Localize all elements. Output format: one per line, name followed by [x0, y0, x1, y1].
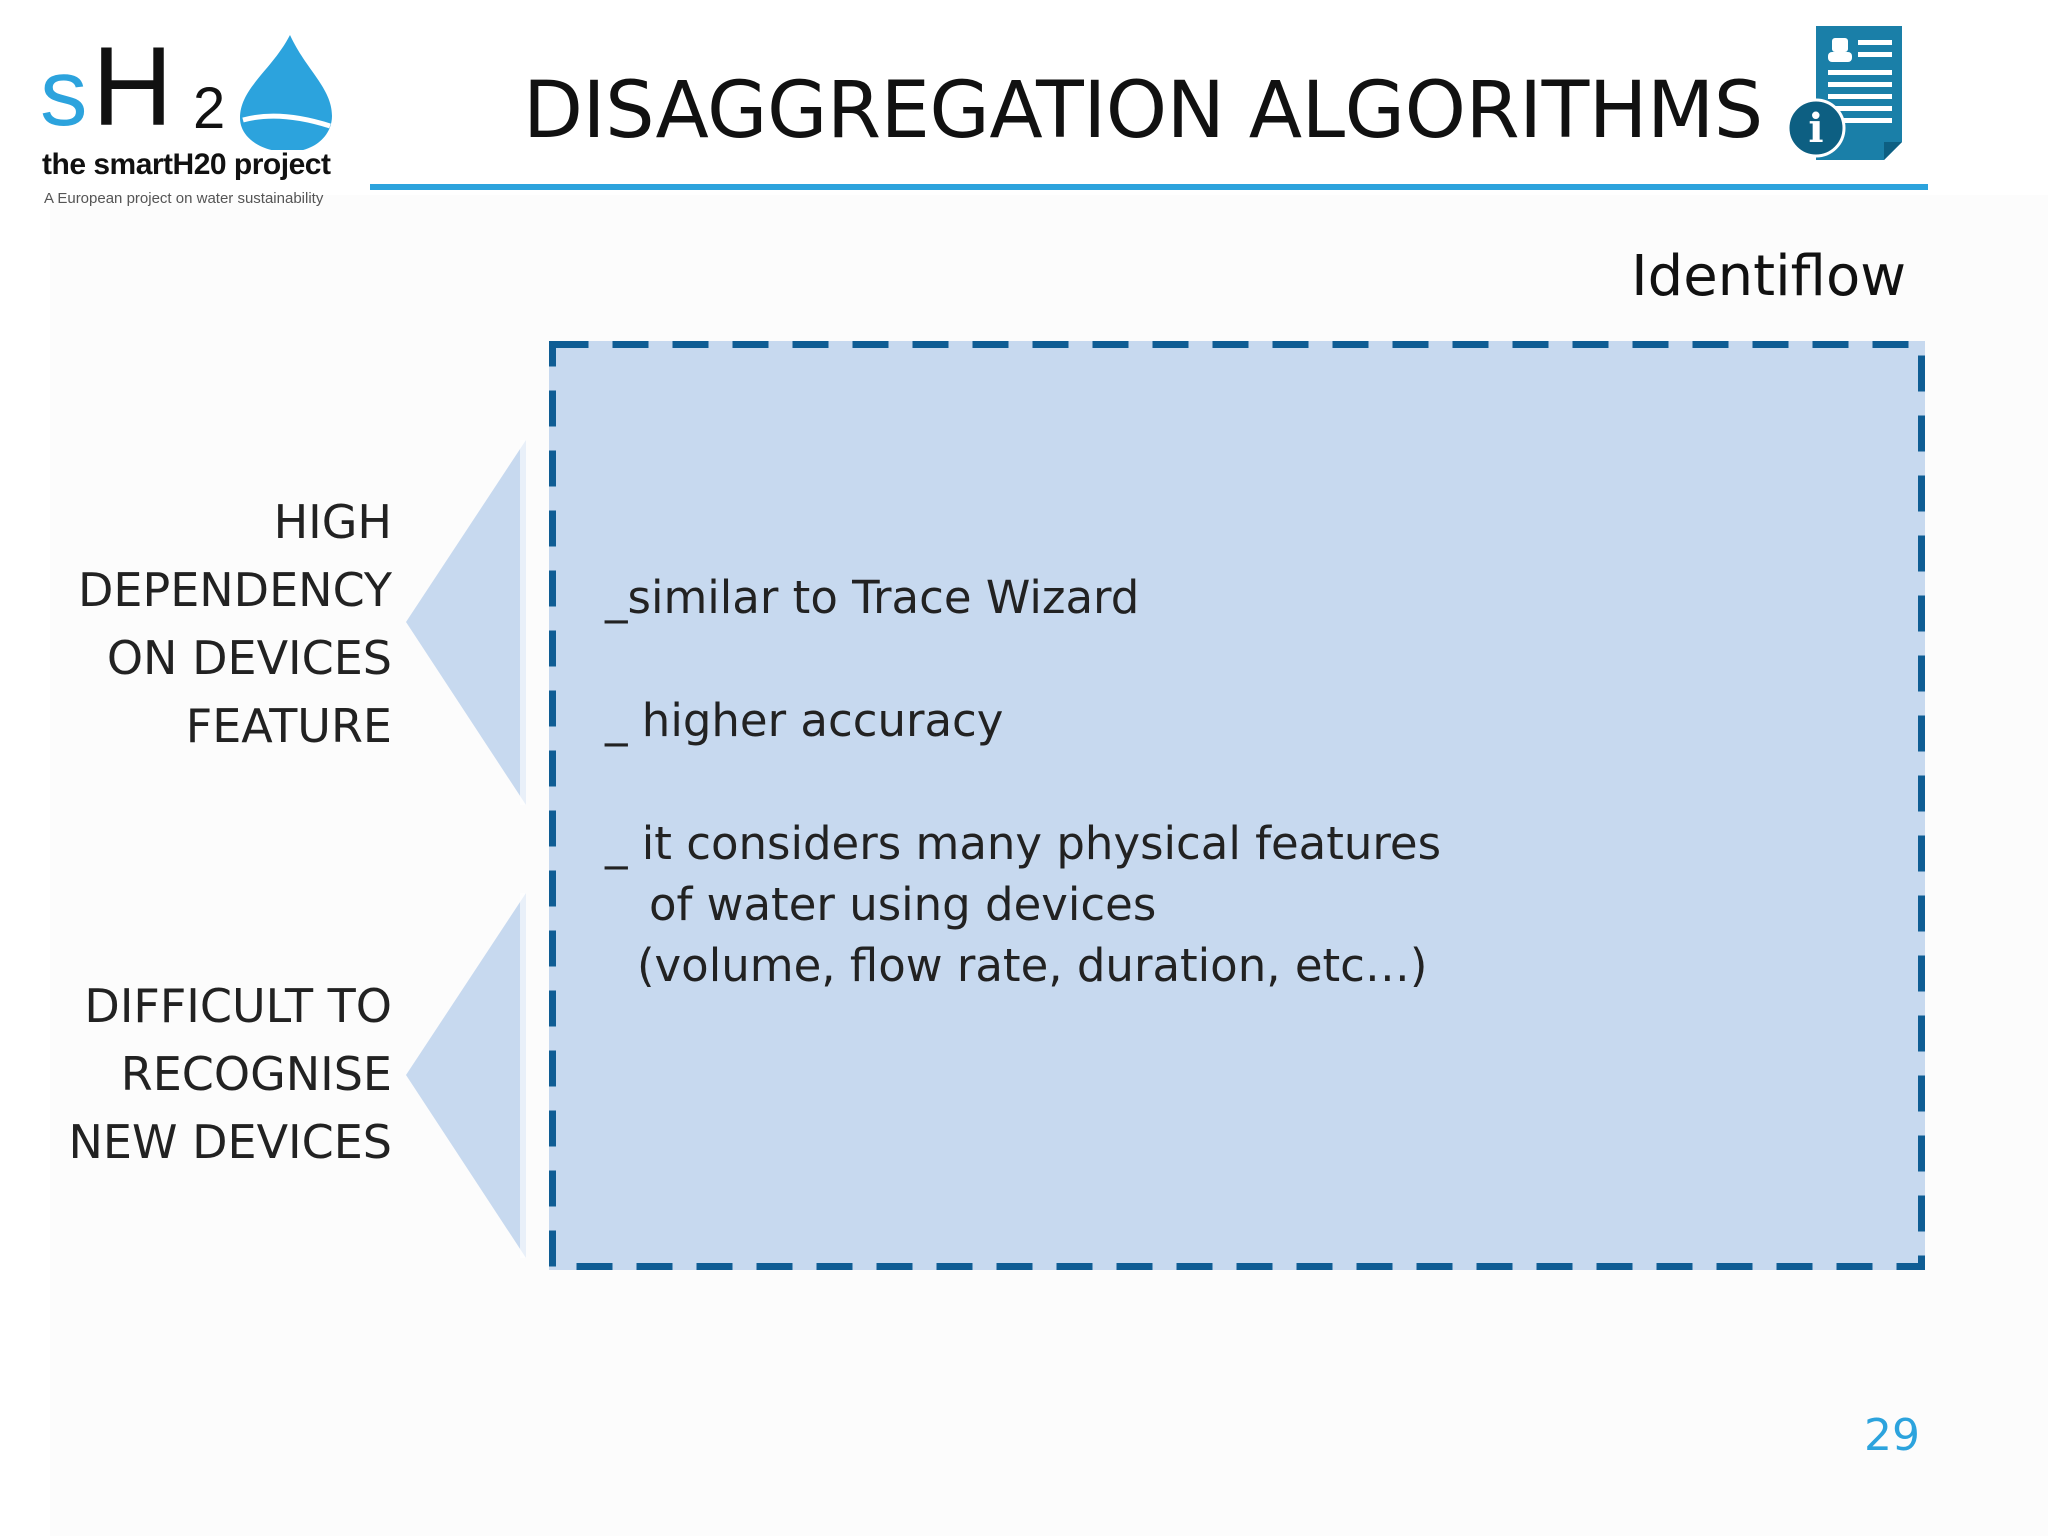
- bullet-item: _ it considers many physical features: [605, 817, 1442, 870]
- label-line: NEW DEVICES: [68, 1115, 392, 1169]
- document-info-icon: i: [1786, 26, 1902, 160]
- bullet-list: _similar to Trace Wizard _ higher accura…: [605, 567, 1441, 996]
- label-line: RECOGNISE: [120, 1047, 392, 1101]
- subtitle: Identiflow: [1631, 244, 1906, 309]
- left-arrow-shape-2: [406, 893, 526, 1258]
- left-arrow-shape-1: [406, 440, 526, 805]
- label-line: ON DEVICES: [106, 631, 392, 685]
- label-line: HIGH: [273, 495, 392, 549]
- label-difficult-to-recognise: DIFFICULT TO RECOGNISE NEW DEVICES: [69, 972, 392, 1176]
- water-drop-icon: [240, 35, 332, 150]
- logo-project-name: the smartH20 project: [42, 148, 331, 181]
- smarth2o-logo: s H 2 the smartH20 project A European pr…: [40, 30, 350, 210]
- logo-tagline: A European project on water sustainabili…: [44, 190, 324, 207]
- dashed-border: [549, 341, 1925, 1270]
- logo-2-digit: 2: [193, 76, 225, 141]
- identiflow-box: _similar to Trace Wizard _ higher accura…: [549, 341, 1925, 1270]
- bullet-continuation: (volume, flow rate, duration, etc…): [637, 939, 1428, 992]
- label-line: DIFFICULT TO: [84, 979, 392, 1033]
- logo-s-letter: s: [40, 40, 88, 146]
- label-line: FEATURE: [185, 699, 392, 753]
- bullet-item: _ higher accuracy: [605, 694, 1004, 747]
- page-title: DISAGGREGATION ALGORITHMS: [523, 66, 1763, 156]
- bullet-item: _similar to Trace Wizard: [605, 571, 1140, 624]
- label-high-dependency: HIGH DEPENDENCY ON DEVICES FEATURE: [78, 488, 392, 760]
- page-number: 29: [1864, 1410, 1920, 1461]
- logo-h-letter: H: [92, 30, 173, 149]
- label-line: DEPENDENCY: [77, 563, 392, 617]
- title-underline: [370, 184, 1928, 190]
- bullet-continuation: of water using devices: [649, 878, 1157, 931]
- sh2-logo-mark: s H 2: [40, 30, 332, 150]
- svg-text:i: i: [1808, 105, 1823, 152]
